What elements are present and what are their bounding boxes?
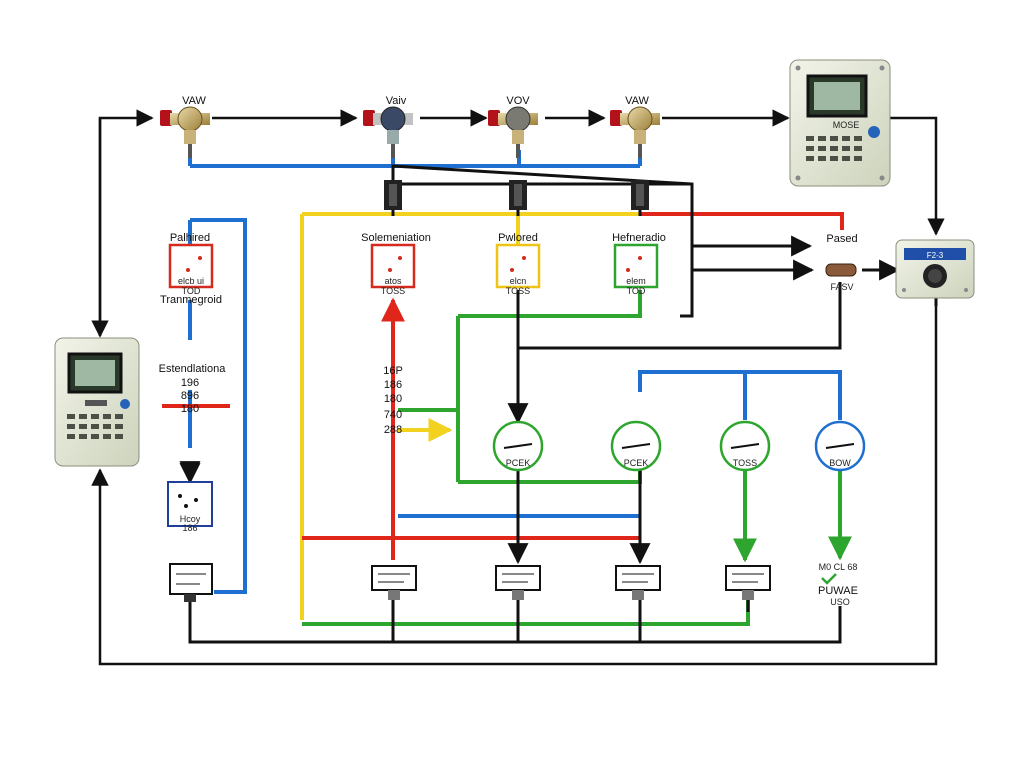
gauge-2[interactable] [610,420,662,472]
left-row-3: 180 [181,403,199,415]
left-module[interactable] [167,481,213,527]
mid-row-3: 180 [384,393,402,405]
mid-row-1: 16P [383,365,403,377]
valve-1[interactable] [160,106,210,158]
main-controller[interactable]: MOSE [789,59,891,187]
gauge-1[interactable] [492,420,544,472]
sensor-4[interactable] [613,243,659,289]
gauge-4-label: BOW [829,458,851,468]
sensor-2-sub2: TOSS [381,286,405,296]
valve-2-label: Vaiv [386,95,407,107]
sensor-2-sub1: atos [384,276,402,286]
left-module-line1: Hcoy [180,514,201,524]
valve-2[interactable] [363,106,413,158]
sensor-1-title: Palhired [170,232,210,244]
valve-3-label: VOV [506,95,530,107]
blue-lines [188,150,842,594]
gauge-3-label: TOSS [733,458,757,468]
red-lines [162,212,844,560]
transmitter-4[interactable] [725,565,771,600]
sensor-3-sub1: elcn [510,276,527,286]
coupling-3 [631,180,649,210]
coupling-2 [509,180,527,210]
sensor-1[interactable] [168,243,214,289]
fuse-label: FASV [830,282,853,292]
transmitter-1[interactable] [371,565,417,600]
gauge-4[interactable] [814,420,866,472]
transmitter-3[interactable] [615,565,661,600]
sensor-4-sub1: elem [626,276,646,286]
controller-label: MOSE [833,120,860,130]
result-line-1: M0 CL 68 [819,562,858,572]
display-text: F2-3 [927,251,944,260]
left-block-title: Estendlationa [159,363,227,375]
coupling-1 [384,180,402,210]
fuse [825,263,857,277]
valve-4-label: VAW [625,95,649,107]
sensor-3-sub2: TOSS [506,286,530,296]
mid-row-5: 288 [384,424,402,436]
sensor-4-title: Hefneradio [612,232,666,244]
display-unit[interactable]: F2-3 [895,239,975,299]
valve-4[interactable] [610,106,660,158]
inner-black-lines [179,164,938,644]
valve-3[interactable] [488,106,538,158]
sensor-2[interactable] [370,243,416,289]
valve-1-label: VAW [182,95,206,107]
sensor-3[interactable] [495,243,541,289]
left-module-line2: 186 [182,523,197,533]
outer-loop [91,109,945,666]
checkmark-icon [821,573,837,585]
yellow-lines [300,212,640,620]
sensor-1-sub1: elcb ui [178,276,204,286]
left-controller[interactable] [54,337,140,467]
pased-label: Pased [826,233,857,245]
gauge-3[interactable] [719,420,771,472]
transmitter-2[interactable] [495,565,541,600]
result-line-2: PUWAE [818,585,858,597]
sensor-2-title: Solemeniation [361,232,431,244]
mid-row-4: 740 [384,409,402,421]
transmit-label: Tranmegroid [160,294,222,306]
mid-row-2: 186 [384,379,402,391]
left-row-1: 196 [181,377,199,389]
gauge-2-label: PCEK [624,458,649,468]
transmitter-left[interactable] [169,563,213,602]
sensor-4-sub2: TOD [627,286,646,296]
gauge-1-label: PCEK [506,458,531,468]
left-row-2: 896 [181,390,199,402]
result-line-3: USO [830,597,850,607]
sensor-1-sub2: TOD [182,286,201,296]
sensor-3-title: Pwlored [498,232,538,244]
